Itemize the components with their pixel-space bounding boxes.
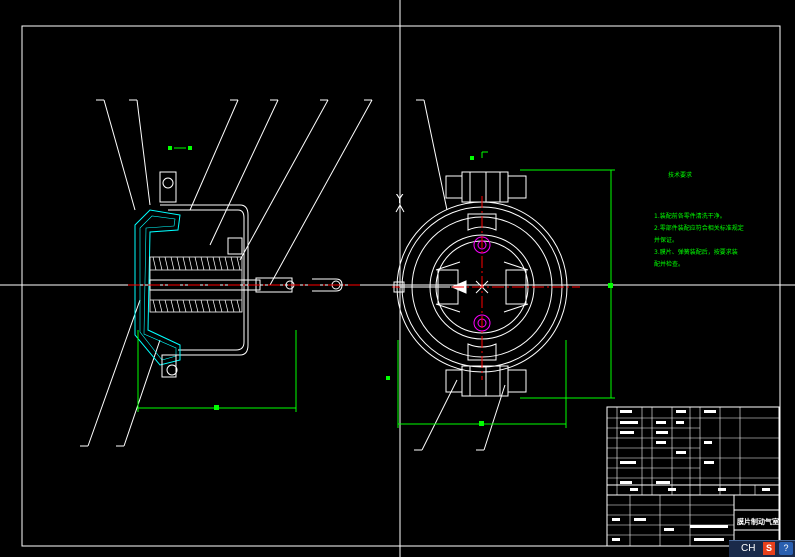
drawing-frame: [21, 25, 781, 547]
dimension-width: [137, 330, 297, 412]
front-view: [386, 99, 615, 451]
tech-note-line: 1.装配前各零件清洗干净。: [654, 213, 726, 220]
ime-language-indicator[interactable]: CH: [741, 543, 756, 554]
title-block: [606, 406, 780, 547]
spring-coils: [152, 256, 241, 313]
title-block-drawing-name: 膜片制动气室: [737, 518, 779, 526]
sogou-ime-icon[interactable]: S: [763, 542, 775, 555]
system-tray: [729, 540, 795, 557]
tech-note-line: 并保证。: [654, 237, 679, 244]
diaphragm: [134, 209, 181, 366]
tech-note-line: 配并检查。: [654, 261, 685, 268]
axis-y-label: Y: [396, 192, 404, 206]
clevis: [312, 278, 343, 292]
section-view: [80, 99, 373, 447]
tech-note-line: 3.膜片、弹簧装配后，按要求装: [654, 249, 738, 256]
leader-lines-top: [96, 99, 373, 286]
dimension-front: [386, 151, 615, 428]
tech-note-line: 2.零部件装配应符合相关标准规定: [654, 225, 744, 232]
help-icon[interactable]: ?: [779, 542, 793, 555]
tech-notes-title: 技术要求: [668, 172, 693, 179]
